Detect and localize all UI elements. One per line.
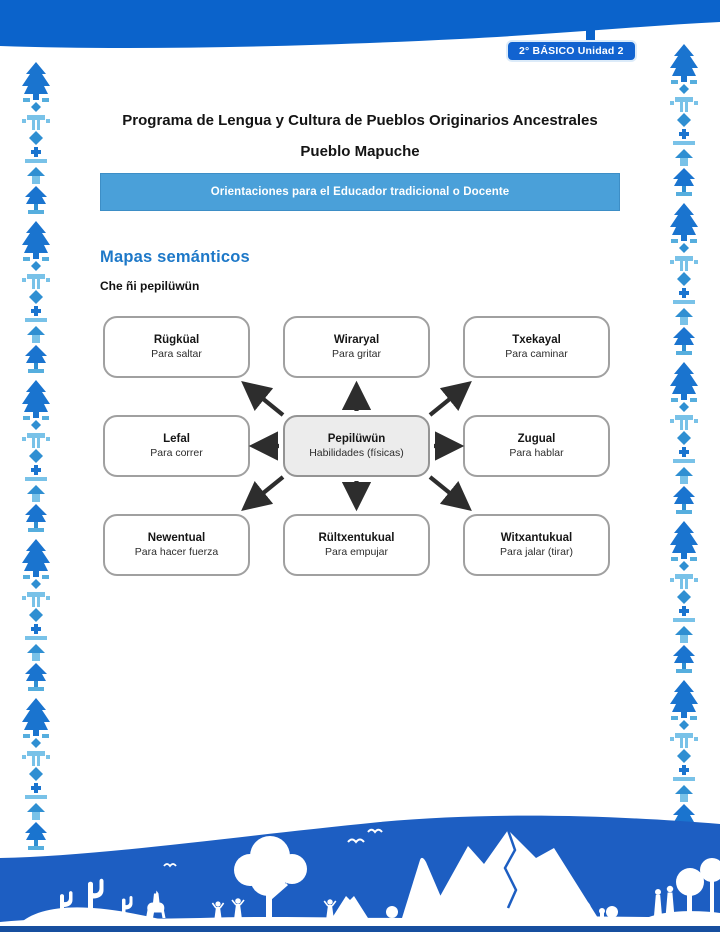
concept-gloss: Para caminar [505, 347, 568, 360]
concept-box-center-pepiluwun: Pepilüwün Habilidades (físicas) [283, 415, 430, 477]
landscape-silhouette-illustration [0, 815, 720, 932]
concept-box-zugual: Zugual Para hablar [463, 415, 610, 477]
concept-term: Rültxentukual [318, 531, 395, 544]
concept-gloss: Habilidades (físicas) [309, 446, 404, 459]
concept-gloss: Para saltar [151, 347, 202, 360]
concept-term: Zugual [517, 432, 556, 445]
map-subheading: Che ñi pepilüwün [100, 279, 200, 293]
landscape-silhouettes [0, 828, 720, 926]
concept-box-txekayal: Txekayal Para caminar [463, 316, 610, 378]
concept-gloss: Para empujar [324, 545, 389, 558]
page-subtitle: Pueblo Mapuche [300, 143, 420, 160]
concept-term: Newentual [147, 531, 206, 544]
orientation-banner: Orientaciones para el Educador tradicion… [100, 173, 620, 211]
concept-box-lefal: Lefal Para correr [103, 415, 250, 477]
unit-badge: 2° BÁSICO Unidad 2 [506, 40, 637, 62]
concept-gloss: Para correr [150, 446, 203, 459]
concept-box-witxantukual: Witxantukual Para jalar (tirar) [463, 514, 610, 576]
section-heading: Mapas semánticos [100, 248, 250, 266]
semantic-map: Rügküal Para saltar Wiraryal Para gritar… [103, 316, 610, 576]
orientation-banner-label: Orientaciones para el Educador tradicion… [210, 186, 510, 198]
concept-term: Witxantukual [500, 531, 573, 544]
concept-gloss: Para hacer fuerza [134, 545, 219, 558]
concept-gloss: Para gritar [331, 347, 382, 360]
concept-gloss: Para jalar (tirar) [500, 545, 573, 558]
concept-term: Lefal [163, 432, 190, 445]
mapuche-pattern-border-left-icon [19, 60, 53, 855]
mapuche-pattern-border-right-icon [667, 42, 701, 837]
concept-term: Txekayal [512, 333, 561, 346]
concept-term: Rügküal [153, 333, 200, 346]
concept-box-newentual: Newentual Para hacer fuerza [103, 514, 250, 576]
concept-box-rugkual: Rügküal Para saltar [103, 316, 250, 378]
concept-gloss: Para hablar [509, 446, 564, 459]
page-title: Programa de Lengua y Cultura de Pueblos … [122, 112, 598, 129]
concept-term: Wiraryal [333, 333, 380, 346]
concept-box-wiraryal: Wiraryal Para gritar [283, 316, 430, 378]
concept-box-rultxentukual: Rültxentukual Para empujar [283, 514, 430, 576]
top-wave-band [0, 0, 720, 49]
concept-term: Pepilüwün [327, 432, 386, 445]
badge-connector [586, 24, 595, 44]
